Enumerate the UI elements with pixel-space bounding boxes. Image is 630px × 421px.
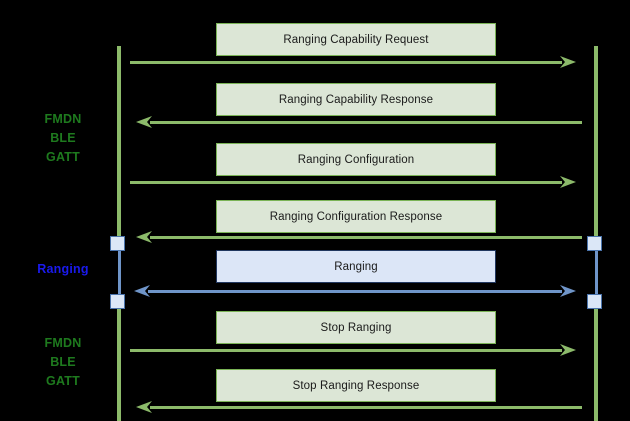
activation-right-top bbox=[587, 236, 602, 251]
phase-label-fmdn-bottom-line3: GATT bbox=[46, 374, 80, 388]
message-box-ranging-capability-response: Ranging Capability Response bbox=[216, 83, 496, 116]
message-box-ranging: Ranging bbox=[216, 250, 496, 283]
phase-label-fmdn-top-line1: FMDN bbox=[44, 112, 82, 126]
message-box-ranging-capability-request: Ranging Capability Request bbox=[216, 23, 496, 56]
message-box-stop-ranging-response: Stop Ranging Response bbox=[216, 369, 496, 402]
message-label-ranging-capability-request: Ranging Capability Request bbox=[283, 33, 429, 46]
left-lifeline-ranging bbox=[118, 242, 121, 304]
message-label-ranging-configuration-response: Ranging Configuration Response bbox=[269, 210, 443, 223]
phase-label-ranging: Ranging bbox=[18, 260, 108, 279]
phase-label-fmdn-bottom-line2: BLE bbox=[50, 355, 76, 369]
activation-left-bottom bbox=[110, 294, 125, 309]
arrowhead-right-ranging-capability-request bbox=[560, 54, 578, 70]
phase-label-fmdn-top: FMDN BLE GATT bbox=[18, 110, 108, 167]
right-lifeline-ranging bbox=[595, 242, 598, 304]
phase-label-fmdn-bottom-line1: FMDN bbox=[44, 336, 82, 350]
message-label-stop-ranging: Stop Ranging bbox=[320, 321, 392, 334]
message-box-ranging-configuration: Ranging Configuration bbox=[216, 143, 496, 176]
right-lifeline-lower bbox=[594, 304, 598, 421]
phase-label-ranging-text: Ranging bbox=[37, 262, 89, 276]
arrow-line-stop-ranging-response bbox=[150, 406, 582, 409]
arrowhead-right-ranging-configuration bbox=[560, 174, 578, 190]
arrowhead-left-ranging bbox=[132, 283, 150, 299]
activation-right-bottom bbox=[587, 294, 602, 309]
message-box-ranging-configuration-response: Ranging Configuration Response bbox=[216, 200, 496, 233]
arrowhead-left-ranging-configuration-response bbox=[134, 229, 152, 245]
arrowhead-left-stop-ranging-response bbox=[134, 399, 152, 415]
arrowhead-right-ranging bbox=[560, 283, 578, 299]
arrowhead-left-ranging-capability-response bbox=[134, 114, 152, 130]
arrow-line-ranging-capability-response bbox=[150, 121, 582, 124]
arrow-line-ranging bbox=[148, 290, 562, 293]
arrow-line-ranging-configuration-response bbox=[150, 236, 582, 239]
left-lifeline-lower bbox=[117, 304, 121, 421]
activation-left-top bbox=[110, 236, 125, 251]
message-box-stop-ranging: Stop Ranging bbox=[216, 311, 496, 344]
arrowhead-right-stop-ranging bbox=[560, 342, 578, 358]
left-lifeline-upper bbox=[117, 46, 121, 242]
arrow-line-ranging-configuration bbox=[130, 181, 562, 184]
right-lifeline-upper bbox=[594, 46, 598, 242]
message-label-ranging-configuration: Ranging Configuration bbox=[297, 153, 415, 166]
arrow-line-stop-ranging bbox=[130, 349, 562, 352]
arrow-line-ranging-capability-request bbox=[130, 61, 562, 64]
phase-label-fmdn-top-line3: GATT bbox=[46, 150, 80, 164]
message-label-stop-ranging-response: Stop Ranging Response bbox=[292, 379, 420, 392]
phase-label-fmdn-top-line2: BLE bbox=[50, 131, 76, 145]
phase-label-fmdn-bottom: FMDN BLE GATT bbox=[18, 334, 108, 391]
message-label-ranging: Ranging bbox=[334, 260, 378, 273]
message-label-ranging-capability-response: Ranging Capability Response bbox=[278, 93, 434, 106]
